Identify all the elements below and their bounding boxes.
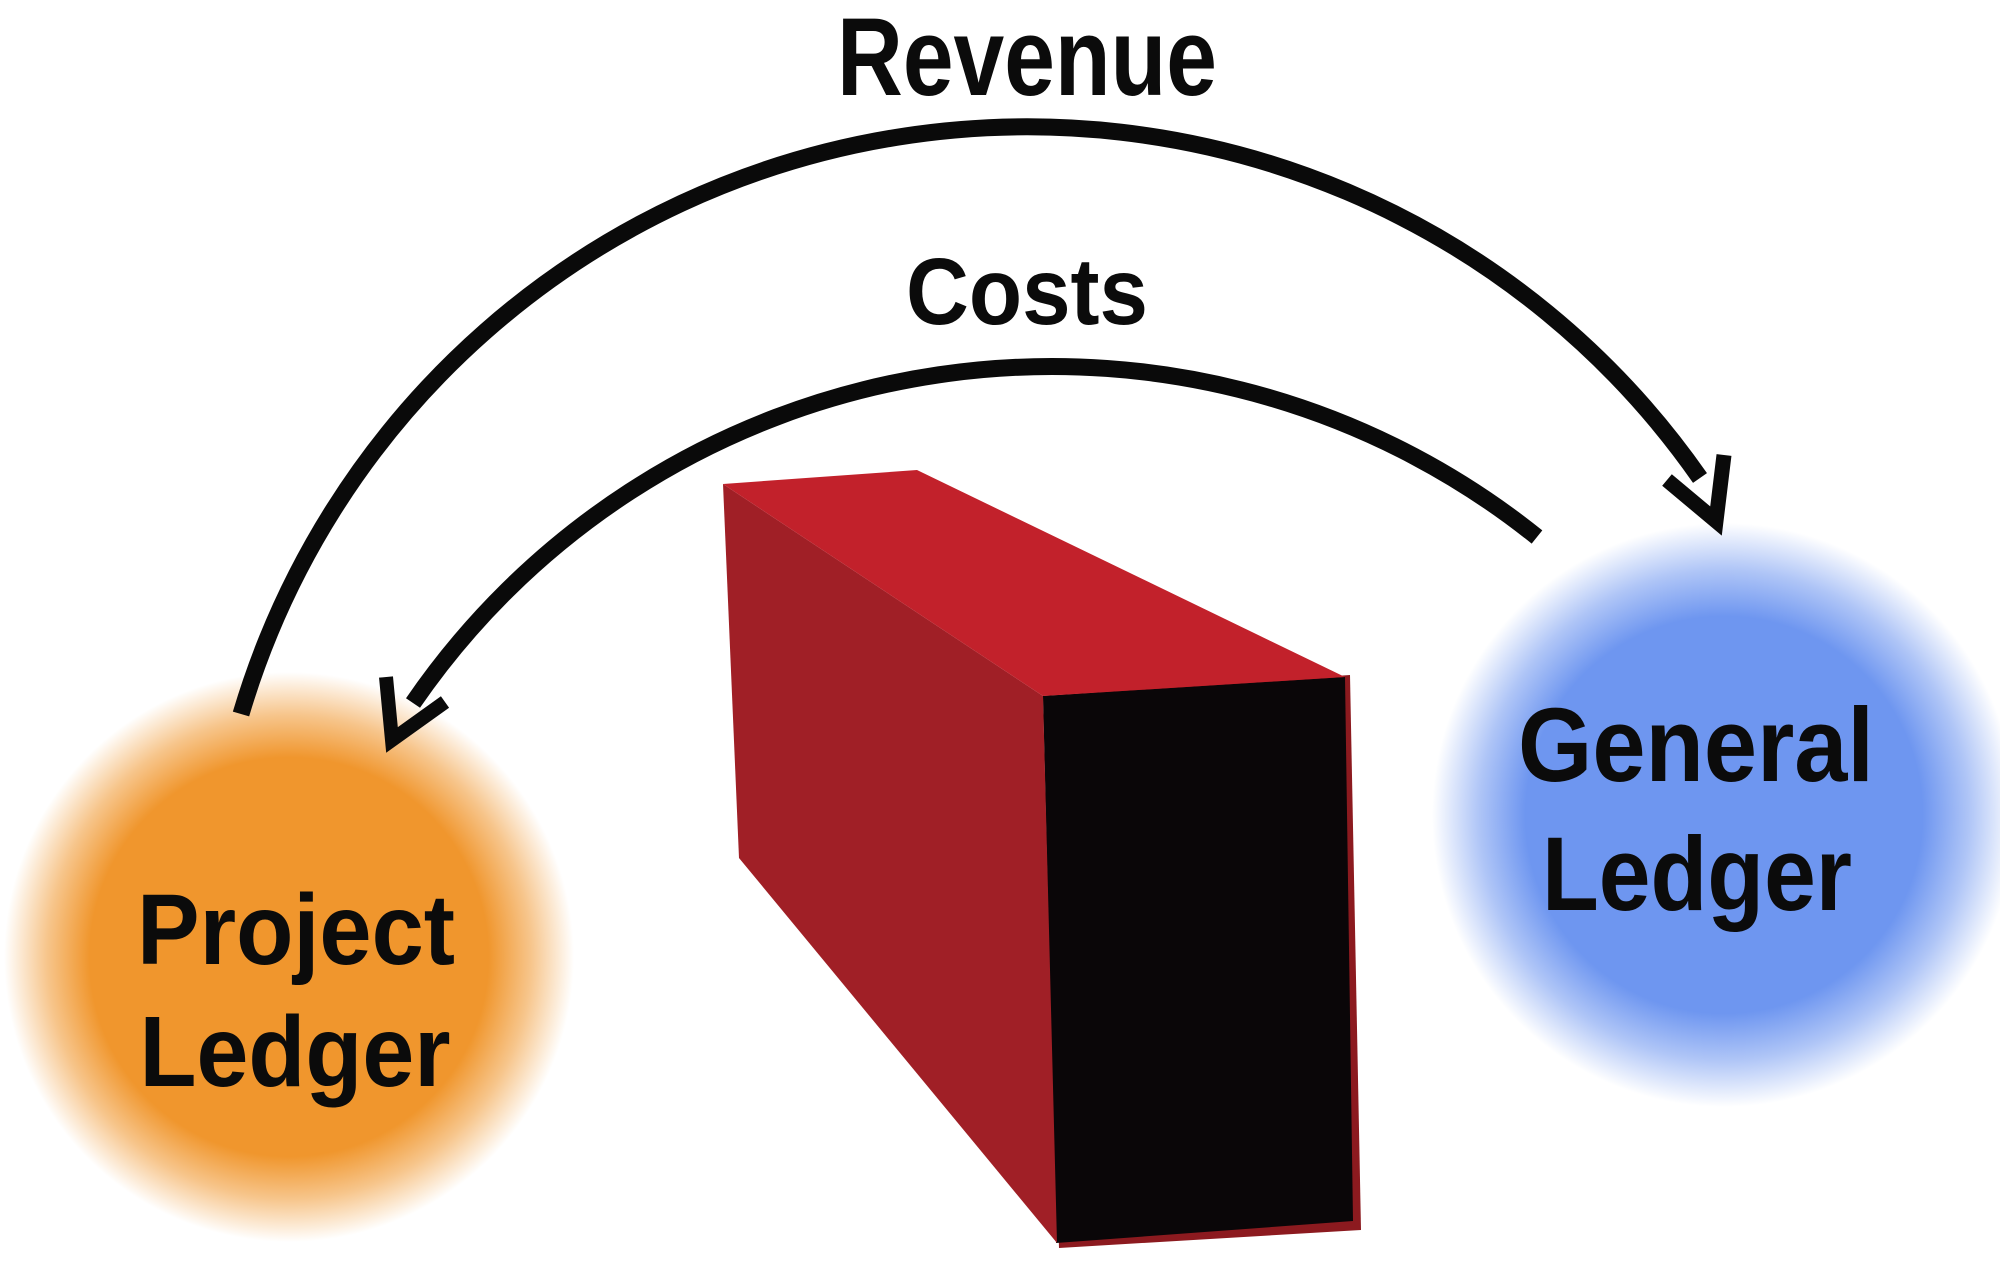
general-ledger-label-line1: General: [1518, 687, 1874, 804]
revenue-label: Revenue: [837, 0, 1217, 119]
box-front-face: [723, 484, 1057, 1243]
revenue-arrow-path: [232, 118, 1707, 717]
project-ledger-label-line2: Ledger: [140, 996, 451, 1108]
project-ledger-label-line1: Project: [137, 874, 455, 986]
box-side-face: [1043, 677, 1353, 1243]
revenue-arrow: [232, 118, 1732, 717]
costs-label: Costs: [906, 239, 1148, 345]
box-top-face: [723, 470, 1345, 696]
project-ledger-node: [4, 672, 574, 1242]
general-ledger-label-line2: Ledger: [1542, 816, 1852, 933]
costs-arrowhead-icon: [379, 676, 450, 753]
barrier-box: [723, 470, 1361, 1248]
revenue-arrowhead-icon: [1662, 454, 1732, 536]
general-ledger-node: [1432, 523, 2000, 1107]
costs-arrow-path: [405, 358, 1543, 708]
costs-arrow: [379, 358, 1543, 753]
